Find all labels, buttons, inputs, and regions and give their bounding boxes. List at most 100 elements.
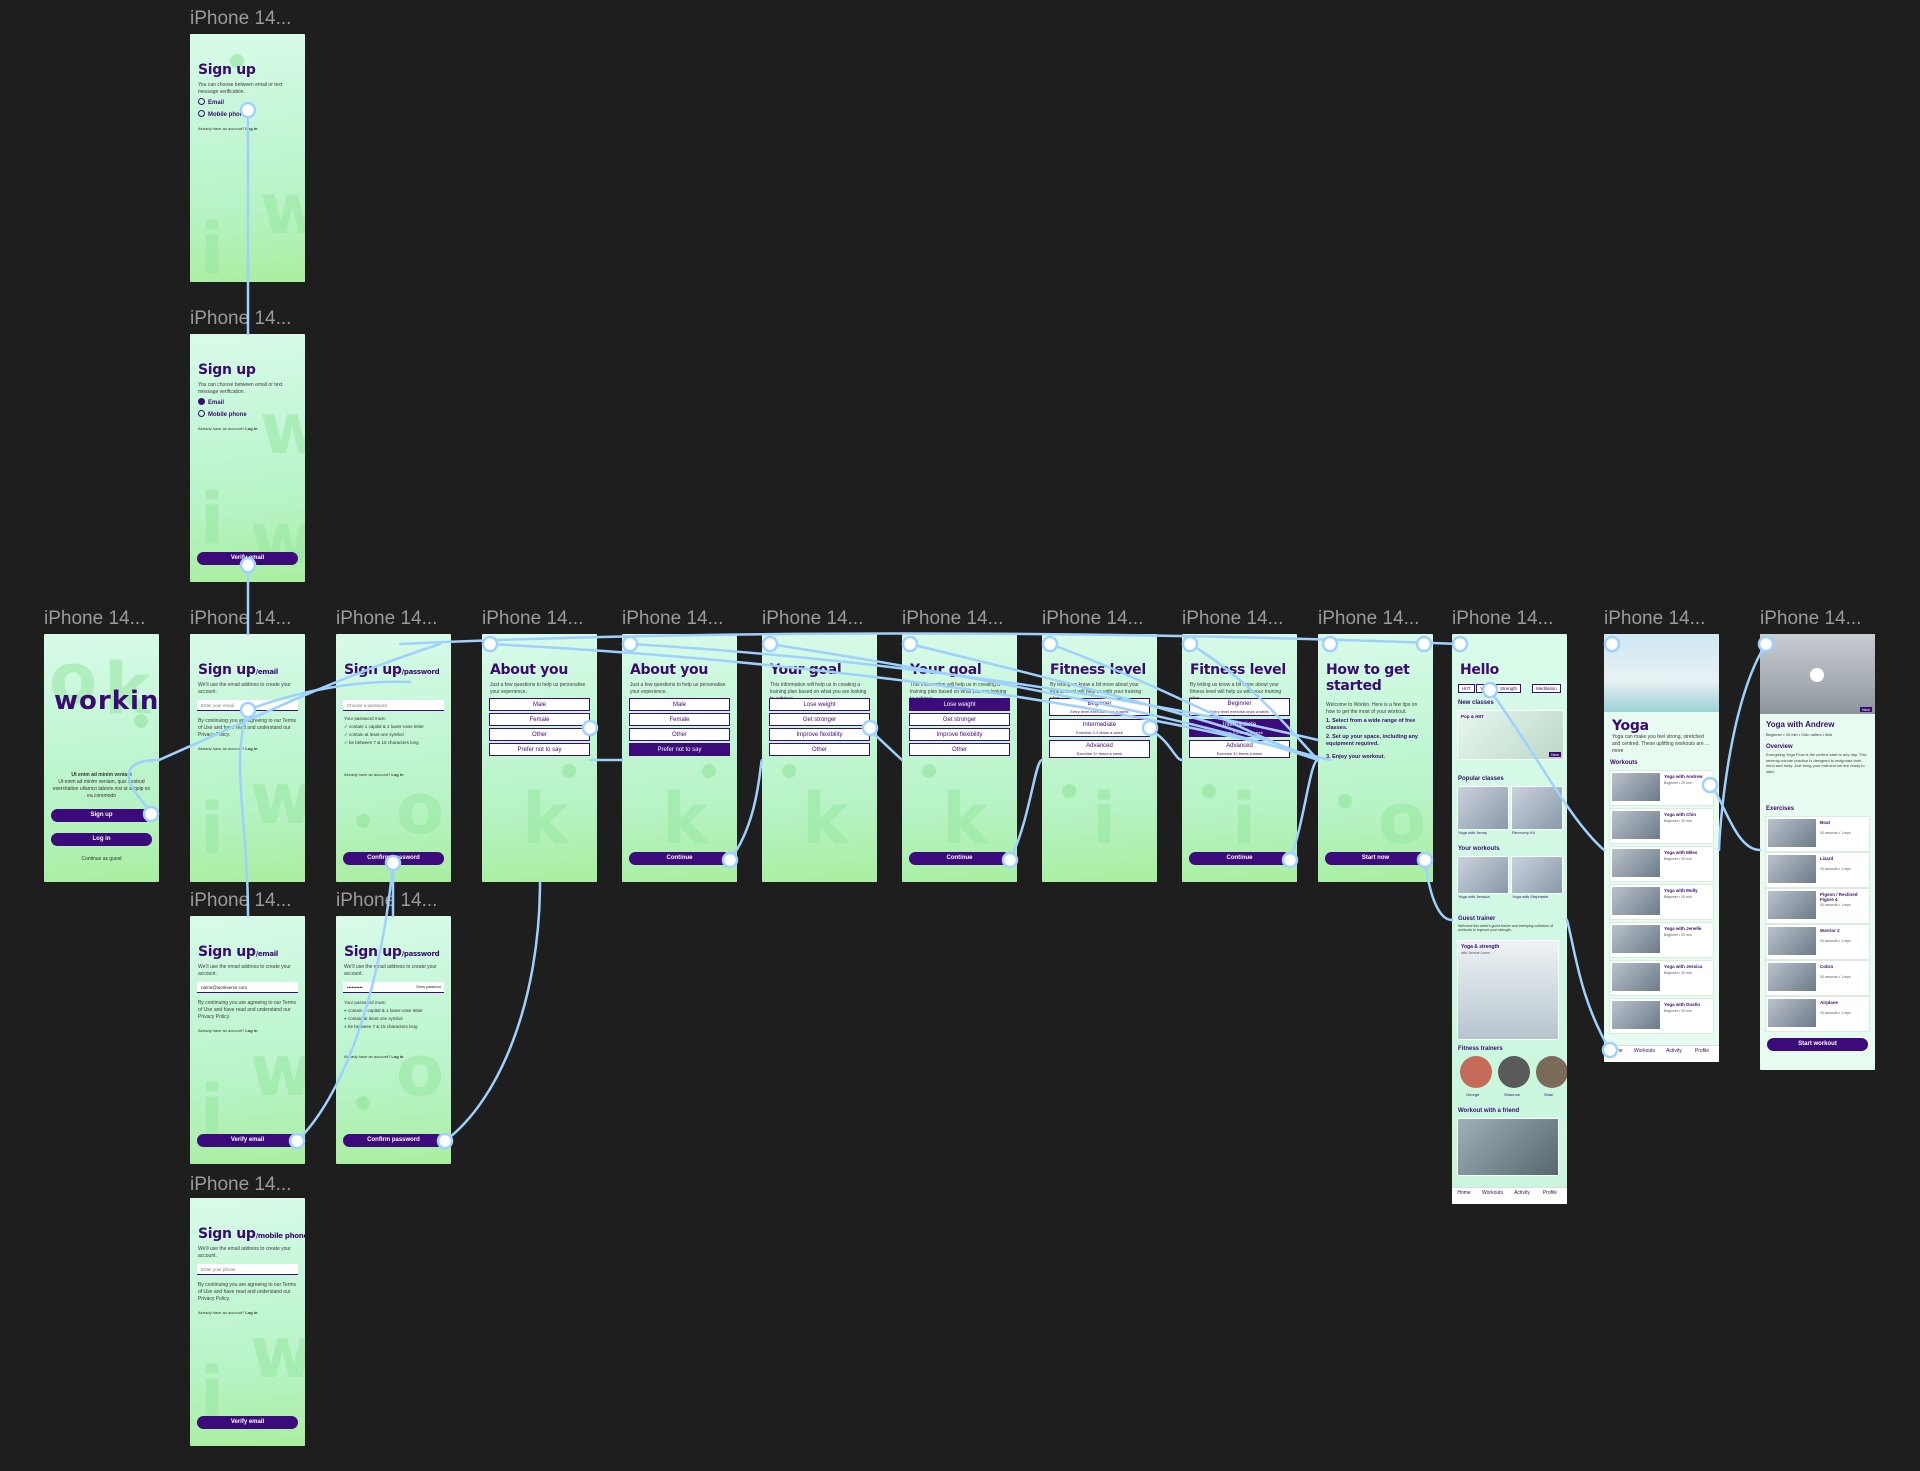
login-link[interactable]: Already have an account? Log in <box>198 126 258 131</box>
option-prefer-not[interactable]: Prefer not to say <box>489 743 590 756</box>
option-other[interactable]: Other <box>909 743 1010 756</box>
radio-email[interactable]: Email <box>198 98 224 106</box>
phone-input[interactable]: Enter your phone <box>197 1264 298 1275</box>
option-flexibility[interactable]: Improve flexibility <box>909 728 1010 741</box>
frame-home[interactable]: Hello HIIT Yoga Strength Meditation New … <box>1452 634 1567 1204</box>
option-lose-weight[interactable]: Lose weight <box>769 698 870 711</box>
frame-fitness-selected[interactable]: i Fitness level By letting us know a bit… <box>1182 634 1297 882</box>
option-get-stronger[interactable]: Get stronger <box>909 713 1010 726</box>
confirm-password-button[interactable]: Confirm password <box>343 852 444 865</box>
option-other[interactable]: Other <box>489 728 590 741</box>
frame-howto[interactable]: o How to get started Welcome to Workin. … <box>1318 634 1433 882</box>
verify-email-button[interactable]: Verify email <box>197 552 298 565</box>
option-flexibility[interactable]: Improve flexibility <box>769 728 870 741</box>
frame-signup-password[interactable]: o Sign up/password Choose a password You… <box>336 634 451 882</box>
avatar[interactable] <box>1460 1056 1492 1088</box>
signup-button[interactable]: Sign up <box>51 809 152 822</box>
confirm-password-button[interactable]: Confirm password <box>343 1134 444 1147</box>
workout-card[interactable] <box>1511 856 1563 894</box>
start-workout-button[interactable]: Start workout <box>1767 1038 1868 1051</box>
login-link[interactable]: Already have an account? Log in <box>198 746 258 751</box>
option-lose-weight[interactable]: Lose weight <box>909 698 1010 711</box>
login-button[interactable]: Log in <box>51 833 152 846</box>
login-link[interactable]: Already have an account? Log in <box>198 1028 258 1033</box>
radio-mobile[interactable]: Mobile phone <box>198 110 247 118</box>
frame-goal[interactable]: k Your goal This information will help u… <box>762 634 877 882</box>
tab-workouts[interactable]: Workouts <box>1482 1190 1504 1196</box>
workout-card[interactable] <box>1457 856 1509 894</box>
pill-hiit[interactable]: HIIT <box>1458 684 1475 693</box>
verify-email-button[interactable]: Verify email <box>197 1416 298 1429</box>
login-link[interactable]: Already have an account? Log in <box>344 1054 404 1059</box>
login-link[interactable]: Already have an account? Log in <box>198 426 258 431</box>
password-input[interactable]: ••••••••••Show password <box>343 982 444 993</box>
frame-workout-detail[interactable]: New Yoga with Andrew Beginner • 20 min •… <box>1760 634 1875 1070</box>
option-get-stronger[interactable]: Get stronger <box>769 713 870 726</box>
radio-email[interactable]: Email <box>198 398 224 406</box>
frame-about-you-selected[interactable]: k About you Just a few questions to help… <box>622 634 737 882</box>
tab-home[interactable]: Home <box>1457 1190 1471 1196</box>
continue-button[interactable]: Continue <box>909 852 1010 865</box>
continue-button[interactable]: Continue <box>629 852 730 865</box>
friend-card[interactable] <box>1457 1118 1559 1176</box>
tab-workouts[interactable]: Workouts <box>1634 1048 1656 1054</box>
frame-about-you[interactable]: k About you Just a few questions to help… <box>482 634 597 882</box>
frame-yoga[interactable]: Yoga Yoga can make you feel strong, stre… <box>1604 634 1719 1062</box>
frame-goal-selected[interactable]: k Your goal This information will help u… <box>902 634 1017 882</box>
option-female[interactable]: Female <box>489 713 590 726</box>
radio-mobile[interactable]: Mobile phone <box>198 410 247 418</box>
email-input[interactable]: Enter your email <box>197 700 298 711</box>
pill-strength[interactable]: Strength <box>1496 684 1522 693</box>
guest-link[interactable]: Continue as guest <box>81 856 122 862</box>
tab-home[interactable]: Home <box>1609 1048 1623 1054</box>
guest-trainer-card[interactable]: Yoga & strength with Serena Jones <box>1457 940 1559 1040</box>
tab-activity[interactable]: Activity <box>1514 1190 1530 1196</box>
option-other[interactable]: Other <box>629 728 730 741</box>
frame-signup-password-filled[interactable]: o Sign up/password We'll use the email a… <box>336 916 451 1164</box>
option-other[interactable]: Other <box>769 743 870 756</box>
tab-profile[interactable]: Profile <box>1694 1048 1710 1054</box>
avatar[interactable] <box>1498 1056 1530 1088</box>
tab-profile[interactable]: Profile <box>1542 1190 1558 1196</box>
email-input[interactable]: name@workserve.com <box>197 982 298 993</box>
frame-fitness[interactable]: i Fitness level By letting us know a bit… <box>1042 634 1157 882</box>
play-icon[interactable] <box>1810 668 1824 682</box>
pill-yoga[interactable]: Yoga <box>1476 684 1495 693</box>
login-link[interactable]: Already have an account? Log in <box>198 1310 258 1315</box>
option-female[interactable]: Female <box>629 713 730 726</box>
option-male[interactable]: Male <box>489 698 590 711</box>
option-male[interactable]: Male <box>629 698 730 711</box>
avatar[interactable] <box>1536 1056 1567 1088</box>
pill-meditation[interactable]: Meditation <box>1532 684 1561 693</box>
password-input[interactable]: Choose a password <box>343 700 444 711</box>
continue-button[interactable]: Continue <box>1189 852 1290 865</box>
verify-email-button[interactable]: Verify email <box>197 1134 298 1147</box>
start-now-button[interactable]: Start now <box>1325 852 1426 865</box>
popular-card[interactable] <box>1511 786 1563 830</box>
option-prefer-not[interactable]: Prefer not to say <box>629 743 730 756</box>
